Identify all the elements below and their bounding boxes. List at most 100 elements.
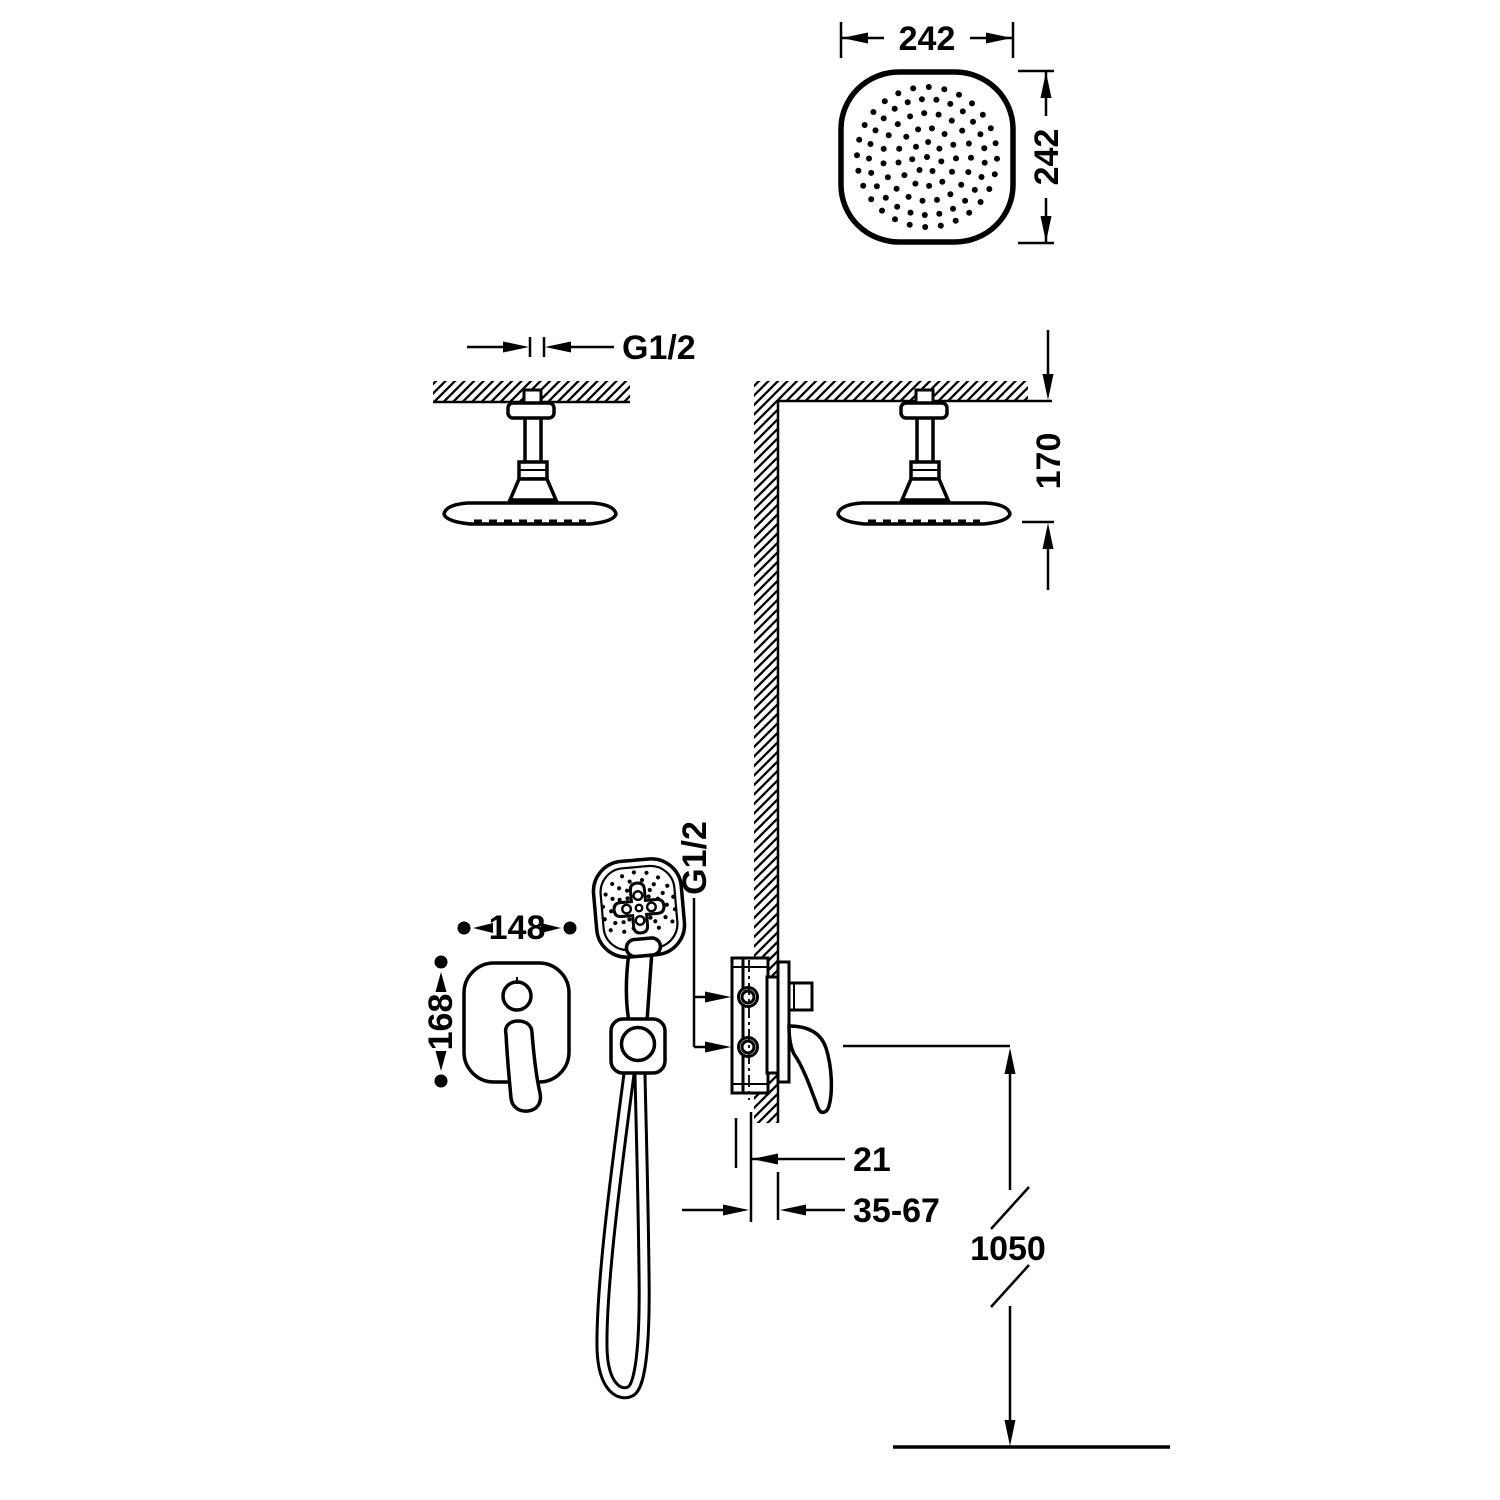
spray-dot-icon: [913, 143, 919, 150]
valve-body-lines: [732, 966, 768, 1085]
head-cone: [507, 477, 559, 502]
spray-dot-icon: [880, 160, 887, 167]
spray-dot-icon: [939, 178, 946, 185]
spray-dot-icon: [860, 182, 867, 189]
dim-outlet-thread: G1/2: [676, 821, 731, 1053]
spray-dot-icon: [952, 217, 959, 224]
ceiling-wall-section-right: [754, 381, 1052, 1123]
mode-center-dot-icon: [634, 903, 644, 913]
spray-dot-icon: [969, 100, 975, 107]
dim-dot: [434, 1074, 448, 1088]
spray-dot-icon: [861, 122, 868, 128]
spray-dot-icon: [608, 928, 613, 933]
arrow-right-icon: [705, 991, 731, 1003]
spray-dot-icon: [603, 892, 608, 897]
concealed-valve-side-view: [730, 956, 834, 1115]
shower-hose-core: [598, 1073, 648, 1397]
spray-dot-icon: [619, 874, 625, 879]
spray-dot-icon: [671, 894, 676, 899]
dim-overhead-height-label: 242: [1028, 129, 1066, 186]
shower-head-side: [836, 501, 1012, 526]
dim-plate-width: 148: [457, 909, 577, 947]
spray-dot-icon: [656, 925, 661, 930]
shower-head-side: [442, 501, 618, 526]
spray-dot-icon: [881, 98, 888, 105]
spray-dot-icon: [663, 915, 668, 920]
spray-dot-icon: [610, 881, 615, 887]
spray-dot-icon: [978, 174, 985, 180]
spray-dot-icon: [906, 221, 913, 228]
spray-dot-icon: [655, 875, 661, 880]
spray-dot-icon: [912, 180, 919, 187]
spray-dot-icon: [948, 117, 955, 124]
handshower-handle: [645, 949, 654, 1022]
spray-dot-icon: [986, 186, 993, 192]
spray-dot-icon: [613, 920, 618, 926]
spray-dot-icon: [971, 186, 978, 193]
spray-dot-icon: [895, 159, 902, 166]
arrow-down-icon: [435, 1051, 447, 1071]
spray-dot-icon: [602, 917, 607, 922]
spray-dot-icon: [928, 125, 935, 132]
hand-shower: G1/2: [591, 821, 731, 1400]
spray-dot-icon: [891, 105, 898, 112]
arrow-down-icon: [1040, 216, 1052, 242]
spray-dot-icon: [937, 222, 944, 229]
spray-dot-icon: [907, 209, 914, 216]
spray-dot-icon: [915, 126, 922, 133]
spray-dot-icon: [892, 216, 898, 223]
spray-dot-icon: [959, 127, 966, 134]
spray-dot-icon: [949, 168, 955, 175]
spray-dot-icon: [977, 131, 984, 138]
spray-dot-icon: [868, 196, 875, 203]
mode-dot-icon: [634, 914, 646, 926]
spray-dot-icon: [660, 890, 665, 896]
dim-ceiling-drop: 170: [1022, 330, 1068, 590]
mixer-lever-side: [787, 1024, 834, 1115]
spray-dot-icon: [941, 86, 948, 93]
spray-dot-icon: [936, 145, 943, 152]
spray-dot-icon: [910, 85, 917, 92]
dim-overhead-height: 242: [1018, 69, 1066, 245]
dim-floor-height-label: 1050: [970, 1230, 1046, 1268]
valve-sleeve: [765, 975, 780, 1075]
spray-dot-icon: [950, 205, 956, 212]
spray-dot-icon: [950, 141, 957, 148]
spray-dot-icon: [956, 91, 962, 98]
dim-depth-range: 35-67: [682, 1192, 940, 1230]
spray-dot-icon: [856, 136, 863, 143]
spray-dot-icon: [866, 155, 872, 162]
spray-dot-icon: [653, 919, 658, 924]
spray-dot-icon: [879, 207, 885, 214]
spray-dot-icon: [880, 115, 887, 122]
arrow-up-icon: [435, 972, 447, 992]
spray-dot-icon: [966, 209, 973, 216]
spray-dot-icon: [959, 108, 966, 115]
ceiling-shower-right: 170: [836, 330, 1068, 590]
spray-dot-icon: [979, 111, 986, 118]
valve-body: [741, 956, 770, 1095]
spray-dot-icon: [885, 132, 892, 139]
overhead-shower-top-view: 242 242: [838, 20, 1066, 245]
spray-dot-icon: [884, 174, 891, 181]
dim-valve-offset-label: 21: [853, 1141, 891, 1179]
mode-dot-icon: [621, 903, 633, 915]
spray-dot-icon: [665, 883, 670, 888]
arrow-left-icon: [842, 32, 868, 44]
arrow-right-icon: [705, 1041, 731, 1053]
spray-dot-icon: [644, 870, 649, 875]
dim-ceiling-thread-label: G1/2: [622, 329, 696, 367]
spray-dot-icon: [670, 919, 675, 924]
spray-dot-icon: [921, 110, 928, 117]
dim-ceiling-drop-label: 170: [1030, 433, 1068, 490]
spray-dot-icon: [921, 212, 928, 218]
spray-dot-icon: [936, 210, 943, 217]
spray-dot-icon: [882, 194, 889, 201]
dim-valve-offset: 21: [752, 1141, 891, 1179]
spray-dot-icon: [965, 140, 972, 147]
dim-ceiling-drop-lines: [1022, 330, 1054, 590]
spray-dot-icon: [924, 154, 930, 160]
spray-dot-icon: [994, 155, 1000, 162]
spray-dot-icon: [981, 145, 988, 152]
